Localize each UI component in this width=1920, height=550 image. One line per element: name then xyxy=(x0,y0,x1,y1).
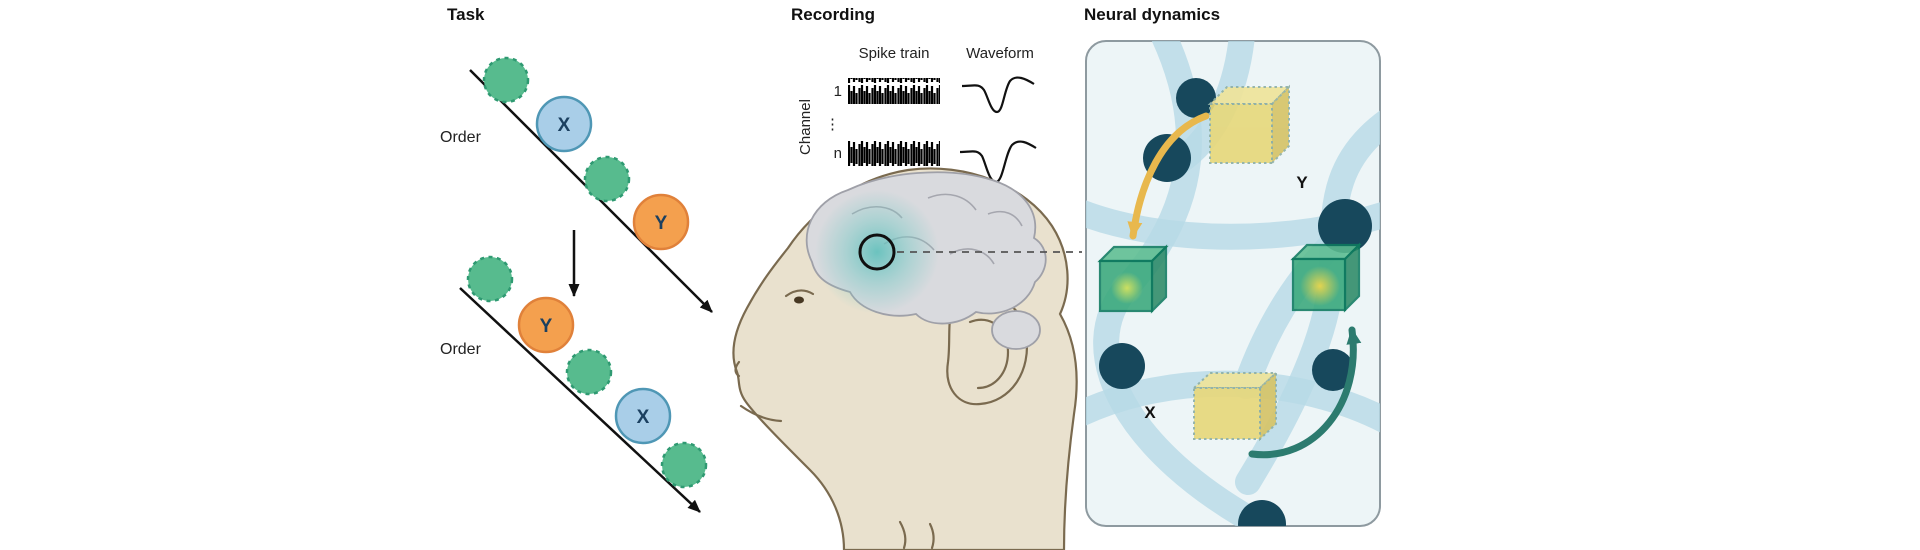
neural-dynamics-panel: Neural dynamics xyxy=(1084,5,1381,527)
state-cube-x xyxy=(1191,370,1279,442)
sequence1-item-x-label: X xyxy=(558,115,571,136)
waveform-channel-1 xyxy=(961,76,1035,114)
sequence2-order-arrow xyxy=(459,287,701,513)
monkey-neck-fur-strokes xyxy=(898,520,935,550)
brain-sulcus-5 xyxy=(987,210,1023,227)
recording-site-circle xyxy=(858,233,896,271)
neural-state-x-label: X xyxy=(1144,403,1156,422)
attractor-cube-right xyxy=(1290,242,1362,313)
sequence1-item-y-circle xyxy=(632,193,690,251)
channel-axis-label: Channel xyxy=(797,99,814,155)
network-node-5 xyxy=(1312,349,1354,391)
transition-arrow-yellow xyxy=(1127,112,1210,240)
attractor-cube-left-glow xyxy=(1111,272,1143,304)
spike-train-raster-channel-1 xyxy=(848,78,940,104)
channel-n-label: n xyxy=(834,145,842,162)
sequence2-item-x-circle xyxy=(614,387,672,445)
state-cube-y-top-face xyxy=(1207,86,1292,105)
sequence1-item-x-circle xyxy=(535,95,593,153)
monkey-head-illustration xyxy=(732,167,1082,550)
sequence2-item-x-label: X xyxy=(637,407,650,428)
state-cube-y xyxy=(1207,84,1292,166)
recording-site-glow xyxy=(815,190,939,314)
task-panel: Task Order X Y Order Y X xyxy=(440,5,713,513)
sequence2-item-y-circle xyxy=(517,296,575,354)
monkey-nostril-line xyxy=(734,360,741,378)
spike-train-raster-channel-n xyxy=(848,140,940,166)
monkey-mouth-line xyxy=(739,404,783,423)
monkey-eye xyxy=(794,296,804,304)
attractor-cube-right-glow xyxy=(1300,266,1340,306)
sequence2-item-y-label: Y xyxy=(540,316,553,337)
neural-dynamics-title: Neural dynamics xyxy=(1084,5,1220,24)
state-cube-y-front-face xyxy=(1209,103,1273,164)
state-cube-x-top-face xyxy=(1191,372,1279,389)
channel-1-label: 1 xyxy=(834,83,842,100)
network-node-3 xyxy=(1318,199,1372,253)
sequence1-order-label: Order xyxy=(440,129,482,146)
recording-panel: Recording Spike train Waveform Channel 1… xyxy=(732,5,1082,550)
sequence1-distractor-circle-2 xyxy=(583,155,631,203)
sequence2-distractor-circle-1 xyxy=(466,255,514,303)
sequence2-distractor-circle-3 xyxy=(660,441,708,489)
network-node-6 xyxy=(1238,500,1286,526)
neural-network-content xyxy=(1086,41,1380,526)
monkey-cerebellum xyxy=(991,310,1041,350)
spike-train-label: Spike train xyxy=(859,45,930,62)
brain-sulcus-3 xyxy=(927,193,977,211)
neural-state-y-label: Y xyxy=(1296,173,1308,192)
monkey-ear-inner-line xyxy=(968,318,1010,390)
network-node-4 xyxy=(1099,343,1145,389)
sequence2-distractor-circle-2 xyxy=(565,348,613,396)
sequence2-order-label: Order xyxy=(440,341,482,358)
channel-ellipsis: ⋮ xyxy=(825,116,840,133)
attractor-cube-left xyxy=(1097,244,1169,314)
state-cube-x-front-face xyxy=(1193,387,1261,440)
recording-panel-title: Recording xyxy=(791,5,875,24)
sequence1-item-y-label: Y xyxy=(655,213,668,234)
sequence1-distractor-circle-1 xyxy=(482,56,530,104)
network-node-1 xyxy=(1176,78,1216,118)
waveform-label: Waveform xyxy=(966,45,1034,62)
transition-arrow-teal xyxy=(1248,326,1362,459)
monkey-eye-line xyxy=(784,289,815,298)
task-panel-title: Task xyxy=(447,5,485,24)
